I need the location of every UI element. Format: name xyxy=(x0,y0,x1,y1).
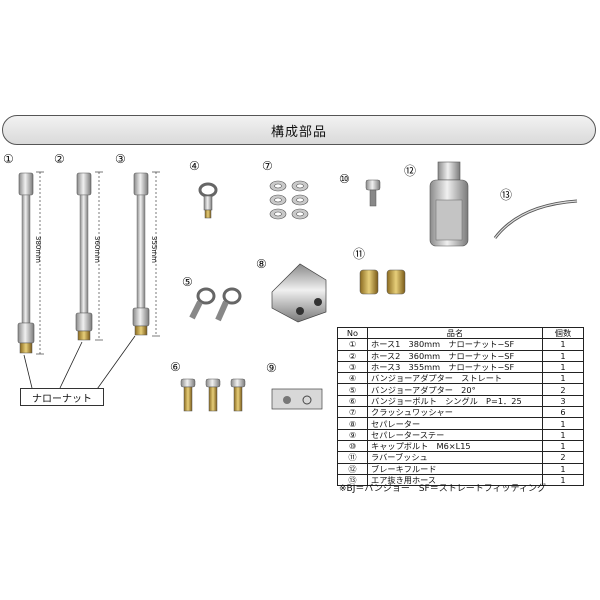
cell-no: ③ xyxy=(337,360,368,374)
cell-no: ⑨ xyxy=(337,428,368,441)
air-bleed-hose xyxy=(493,199,578,239)
cell-qty: 6 xyxy=(542,406,584,419)
cell-name: ブレーキフルード xyxy=(367,462,543,475)
marker-11: ⑪ xyxy=(353,247,366,261)
separator-stay xyxy=(271,388,323,410)
marker-13: ⑬ xyxy=(500,188,513,202)
brake-fluid-bottle xyxy=(429,161,469,247)
cell-no: ⑪ xyxy=(337,451,368,464)
cell-no: ⑩ xyxy=(337,439,368,453)
cell-name: キャップボルト M6×L15 xyxy=(367,439,543,453)
column-header-no: No xyxy=(337,326,368,340)
cell-no: ⑤ xyxy=(337,383,368,396)
cell-name: セパレーターステー xyxy=(367,428,543,441)
cell-no: ⑬ xyxy=(337,473,368,487)
marker-9: ⑨ xyxy=(266,361,277,375)
cell-qty: 3 xyxy=(542,394,584,408)
cell-no: ⑦ xyxy=(337,406,368,419)
cap-bolt xyxy=(365,179,381,207)
cell-qty: 1 xyxy=(542,462,584,475)
cell-qty: 1 xyxy=(542,372,584,385)
cell-no: ⑥ xyxy=(337,394,368,408)
cell-name: ホース2 360mm ナローナット−SF xyxy=(367,349,543,362)
hose-1 xyxy=(17,171,44,355)
column-header-name: 品名 xyxy=(367,326,543,340)
section-title: 構成部品 xyxy=(270,124,327,140)
cell-no: ⑧ xyxy=(337,417,368,430)
cell-qty: 1 xyxy=(542,338,584,351)
marker-8: ⑧ xyxy=(256,257,267,271)
cell-qty: 2 xyxy=(542,383,584,396)
table-header-row: No 品名 個数 xyxy=(337,326,584,340)
callout-leaders xyxy=(23,335,136,393)
rubber-bushes xyxy=(359,269,406,295)
dimension-hose-1: 380mm xyxy=(34,236,42,263)
cell-no: ① xyxy=(337,338,368,351)
cell-name: バンジョーアダプター ストレート xyxy=(367,372,543,385)
marker-10: ⑩ xyxy=(339,172,350,186)
banjo-adapter-straight xyxy=(198,182,218,219)
cell-qty: 2 xyxy=(542,451,584,464)
dimension-hose-2: 360mm xyxy=(93,236,101,263)
marker-5: ⑤ xyxy=(182,275,193,289)
cell-name: ホース1 380mm ナローナット−SF xyxy=(367,338,543,351)
marker-2: ② xyxy=(54,152,65,166)
separator-part xyxy=(271,263,327,323)
cell-name: バンジョーボルト シングル P=1．25 xyxy=(367,394,543,408)
marker-12: ⑫ xyxy=(404,164,417,178)
callout-label: ナローナット xyxy=(32,393,92,405)
column-header-qty: 個数 xyxy=(542,326,584,340)
cell-name: セパレーター xyxy=(367,417,543,430)
cell-qty: 1 xyxy=(542,417,584,430)
cell-no: ⑫ xyxy=(337,462,368,475)
hose-3 xyxy=(132,171,160,337)
marker-7: ⑦ xyxy=(262,159,273,173)
cell-qty: 1 xyxy=(542,439,584,453)
cell-no: ② xyxy=(337,349,368,362)
cell-name: ホース3 355mm ナローナット−SF xyxy=(367,360,543,374)
cell-name: ラバーブッシュ xyxy=(367,451,543,464)
cell-qty: 1 xyxy=(542,360,584,374)
cell-no: ④ xyxy=(337,372,368,385)
cell-name: バンジョーアダプター 20° xyxy=(367,383,543,396)
banjo-adapter-20deg xyxy=(189,287,242,322)
hose-2 xyxy=(75,171,103,341)
cell-name: クラッシュワッシャー xyxy=(367,406,543,419)
cell-qty: 1 xyxy=(542,349,584,362)
abbreviation-note: ※BJ＝バンジョー SF＝ストレートフィッティング xyxy=(339,484,546,494)
crush-washers xyxy=(269,180,309,220)
section-header: 構成部品 xyxy=(2,115,596,145)
cell-qty: 1 xyxy=(542,473,584,487)
marker-3: ③ xyxy=(115,152,126,166)
cell-qty: 1 xyxy=(542,428,584,441)
narrow-nut-callout: ナローナット xyxy=(20,388,104,406)
marker-1: ① xyxy=(3,152,14,166)
banjo-bolts xyxy=(180,378,246,412)
marker-4: ④ xyxy=(189,159,200,173)
marker-6: ⑥ xyxy=(170,360,181,374)
cell-name: エア抜き用ホース xyxy=(367,473,543,487)
dimension-hose-3: 355mm xyxy=(150,236,158,263)
